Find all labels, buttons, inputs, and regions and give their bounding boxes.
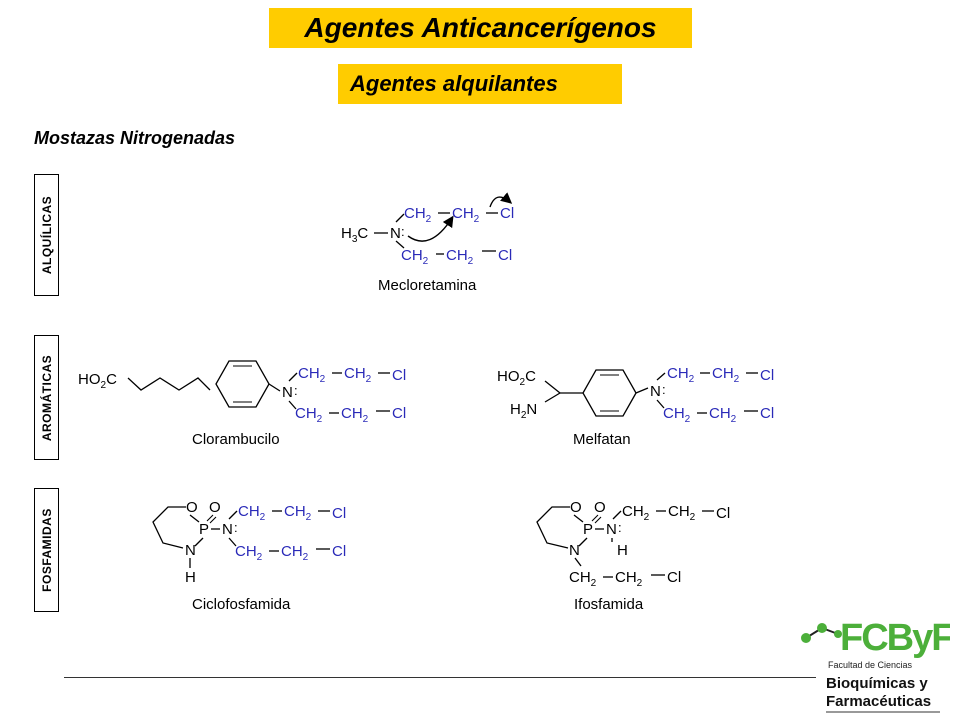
svg-text::: : — [401, 224, 405, 239]
mecloretamina-name: Mecloretamina — [378, 277, 477, 294]
svg-text:O: O — [570, 499, 582, 516]
svg-text:CH2: CH2 — [622, 503, 650, 523]
svg-text:N: N — [185, 542, 196, 559]
svg-text:N: N — [390, 225, 401, 242]
svg-text:CH2: CH2 — [452, 205, 480, 225]
svg-text:CH2: CH2 — [668, 503, 696, 523]
svg-text:N: N — [650, 383, 661, 400]
svg-text:P: P — [583, 521, 593, 538]
svg-text:H: H — [185, 569, 196, 586]
svg-text::: : — [662, 382, 666, 397]
svg-text:P: P — [199, 521, 209, 538]
faculty-logo: FCByF Facultad de Ciencias Bioquímicas y… — [801, 617, 950, 713]
svg-text:CH2: CH2 — [341, 405, 369, 425]
svg-text:Cl: Cl — [392, 405, 406, 422]
main-title: Agentes Anticancerígenos — [269, 8, 692, 48]
svg-text:O: O — [594, 499, 606, 516]
logo-mark: FCByF — [840, 617, 950, 659]
svg-text:Cl: Cl — [500, 205, 514, 222]
svg-text:O: O — [186, 499, 198, 516]
svg-text:CH2: CH2 — [712, 365, 740, 385]
svg-text:CH2: CH2 — [235, 543, 263, 563]
svg-text:H: H — [617, 542, 628, 559]
mecloretamina-structure: H3C N : CH2 CH2 Cl CH2 CH2 Cl — [341, 192, 514, 267]
svg-text:CH2: CH2 — [615, 569, 643, 589]
svg-text:HO2C: HO2C — [78, 371, 117, 391]
svg-text:Cl: Cl — [392, 367, 406, 384]
svg-text:O: O — [209, 499, 221, 516]
group-label-aromaticas: AROMÁTICAS — [34, 335, 59, 460]
ciclofosfamida-name: Ciclofosfamida — [192, 596, 291, 613]
svg-text:Cl: Cl — [332, 505, 346, 522]
melfatan-structure: HO2C H2N N : CH2 CH2 Cl CH2 CH2 Cl — [497, 365, 774, 425]
svg-text:HO2C: HO2C — [497, 368, 536, 388]
svg-text:CH2: CH2 — [298, 365, 326, 385]
svg-text:CH2: CH2 — [709, 405, 737, 425]
svg-text::: : — [234, 520, 238, 535]
svg-text:CH2: CH2 — [344, 365, 372, 385]
svg-text:N: N — [606, 521, 617, 538]
section-title: Mostazas Nitrogenadas — [34, 128, 236, 148]
svg-text::: : — [294, 383, 298, 398]
svg-text:Cl: Cl — [667, 569, 681, 586]
logo-line2: Bioquímicas y — [826, 675, 928, 692]
clorambucilo-structure: HO2C N : CH2 CH2 Cl CH2 CH2 Cl — [78, 360, 406, 425]
svg-text:CH2: CH2 — [281, 543, 309, 563]
svg-text:N: N — [282, 384, 293, 401]
svg-text:Cl: Cl — [760, 367, 774, 384]
svg-text:CH2: CH2 — [295, 405, 323, 425]
ciclofosfamida-structure: O O P N : CH2 CH2 Cl CH2 CH2 Cl N H — [152, 499, 346, 586]
svg-text::: : — [618, 520, 622, 535]
svg-text:N: N — [569, 542, 580, 559]
svg-text:CH2: CH2 — [284, 503, 312, 523]
svg-text:CH2: CH2 — [401, 247, 429, 267]
logo-molecule-icon — [801, 623, 842, 643]
svg-text:N: N — [222, 521, 233, 538]
svg-text:Cl: Cl — [498, 247, 512, 264]
group-label-fosfamidas: FOSFAMIDAS — [34, 488, 59, 612]
svg-text:H3C: H3C — [341, 225, 368, 245]
melfatan-name: Melfatan — [573, 431, 631, 448]
svg-text:CH2: CH2 — [404, 205, 432, 225]
svg-text:CH2: CH2 — [663, 405, 691, 425]
subtitle: Agentes alquilantes — [338, 64, 622, 104]
svg-text:CH2: CH2 — [667, 365, 695, 385]
svg-text:CH2: CH2 — [569, 569, 597, 589]
svg-text:Cl: Cl — [716, 505, 730, 522]
ifosfamida-structure: O O P N : CH2 CH2 Cl H N CH2 CH2 Cl — [536, 499, 730, 589]
svg-text:H2N: H2N — [510, 401, 537, 421]
svg-text:Cl: Cl — [332, 543, 346, 560]
svg-text:Cl: Cl — [760, 405, 774, 422]
footer-divider — [64, 677, 816, 678]
ifosfamida-name: Ifosfamida — [574, 596, 644, 613]
svg-text:CH2: CH2 — [238, 503, 266, 523]
logo-line1: Facultad de Ciencias — [828, 660, 913, 670]
svg-text:CH2: CH2 — [446, 247, 474, 267]
group-label-alquilicas: ALQUÍLICAS — [34, 174, 59, 296]
clorambucilo-name: Clorambucilo — [192, 431, 280, 448]
logo-line3: Farmacéuticas — [826, 693, 931, 710]
